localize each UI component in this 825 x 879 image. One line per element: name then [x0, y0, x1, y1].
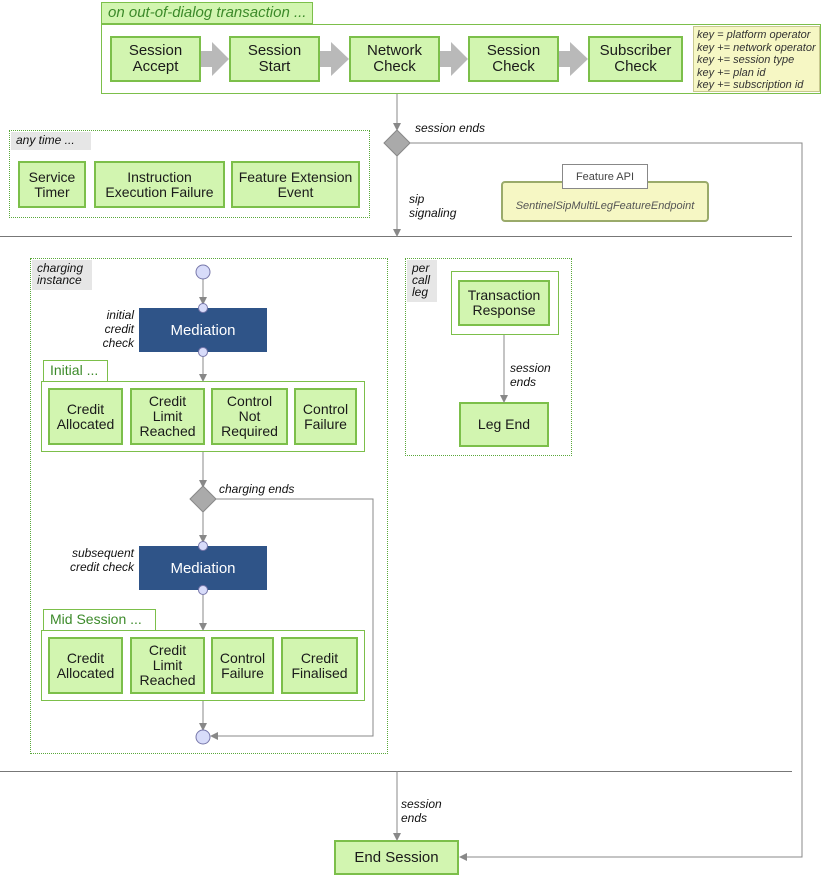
feature-api-tab: Feature API [562, 164, 648, 189]
key-note-line: key += plan id [697, 66, 766, 79]
sip-signaling-text: sip signaling [409, 192, 457, 220]
network-check-box: Network Check [349, 36, 440, 82]
step-arrows [201, 42, 588, 76]
control-failure-box: Control Failure [294, 388, 357, 445]
mediation-subsequent-box: Mediation [139, 546, 267, 590]
feature-extension-event-box: Feature Extension Event [231, 161, 360, 208]
per-call-leg-panel [405, 258, 572, 456]
decision-diamond [189, 485, 217, 513]
mediation-initial-box: Mediation [139, 308, 267, 352]
mediation-port [198, 541, 208, 551]
transaction-response-frame [451, 271, 559, 335]
instruction-execution-failure-box: Instruction Execution Failure [94, 161, 225, 208]
session-accept-box: Session Accept [110, 36, 201, 82]
mid-credit-limit-reached-box: Credit Limit Reached [130, 637, 205, 694]
key-note-line: key += network operator [697, 41, 816, 54]
mediation-port [198, 303, 208, 313]
mid-session-group-title: Mid Session ... [43, 609, 156, 631]
key-notes: key = platform operator key += network o… [693, 26, 820, 92]
mediation-port [198, 347, 208, 357]
charging-ends-label: charging ends [219, 482, 295, 496]
step-arrow [201, 42, 229, 76]
end-node [195, 729, 211, 745]
initial-credit-check-label: initial credit check [102, 308, 134, 350]
key-note-line: key += session type [697, 54, 795, 66]
leg-end-box: Leg End [459, 402, 549, 447]
credit-finalised-box: Credit Finalised [281, 637, 358, 694]
mid-control-failure-box: Control Failure [211, 637, 274, 694]
start-node [195, 264, 211, 280]
subscriber-check-box: Subscriber Check [588, 36, 683, 82]
transaction-title: on out-of-dialog transaction ... [101, 2, 313, 24]
step-arrow [440, 42, 468, 76]
anytime-title: any time ... [11, 132, 91, 150]
mid-credit-allocated-box: Credit Allocated [48, 637, 123, 694]
credit-limit-reached-box: Credit Limit Reached [130, 388, 205, 445]
section-divider [0, 771, 792, 772]
credit-allocated-box: Credit Allocated [48, 388, 123, 445]
per-call-leg-title: per call leg [407, 260, 437, 302]
transaction-panel [101, 24, 821, 94]
session-ends-label: session ends [415, 121, 486, 135]
feature-api-endpoint-label: SentinelSipMultiLegFeatureEndpoint [515, 199, 695, 212]
initial-group-title: Initial ... [43, 360, 108, 382]
service-timer-box: Service Timer [18, 161, 86, 208]
key-note-line: key += subscription id [697, 79, 804, 91]
connector [410, 142, 803, 861]
anytime-panel [9, 130, 370, 218]
transaction-response-box: Transaction Response [458, 280, 550, 326]
connector [210, 498, 374, 740]
charging-instance-panel [30, 258, 388, 754]
step-arrow [559, 42, 588, 76]
session-start-box: Session Start [229, 36, 320, 82]
subsequent-credit-check-label: subsequent credit check [69, 546, 134, 574]
session-check-box: Session Check [468, 36, 559, 82]
session-ends-bottom-label: session ends [401, 797, 442, 825]
decision-diamond [383, 129, 411, 157]
step-arrow [320, 42, 349, 76]
control-not-required-box: Control Not Required [211, 388, 288, 445]
end-session-box: End Session [334, 840, 459, 875]
key-note-line: key = platform operator [697, 29, 811, 41]
charging-instance-title: charging instance [32, 260, 92, 290]
leg-session-ends-label: session ends [510, 361, 551, 389]
mediation-port [198, 585, 208, 595]
sip-signaling-label: sip signaling [409, 192, 469, 220]
